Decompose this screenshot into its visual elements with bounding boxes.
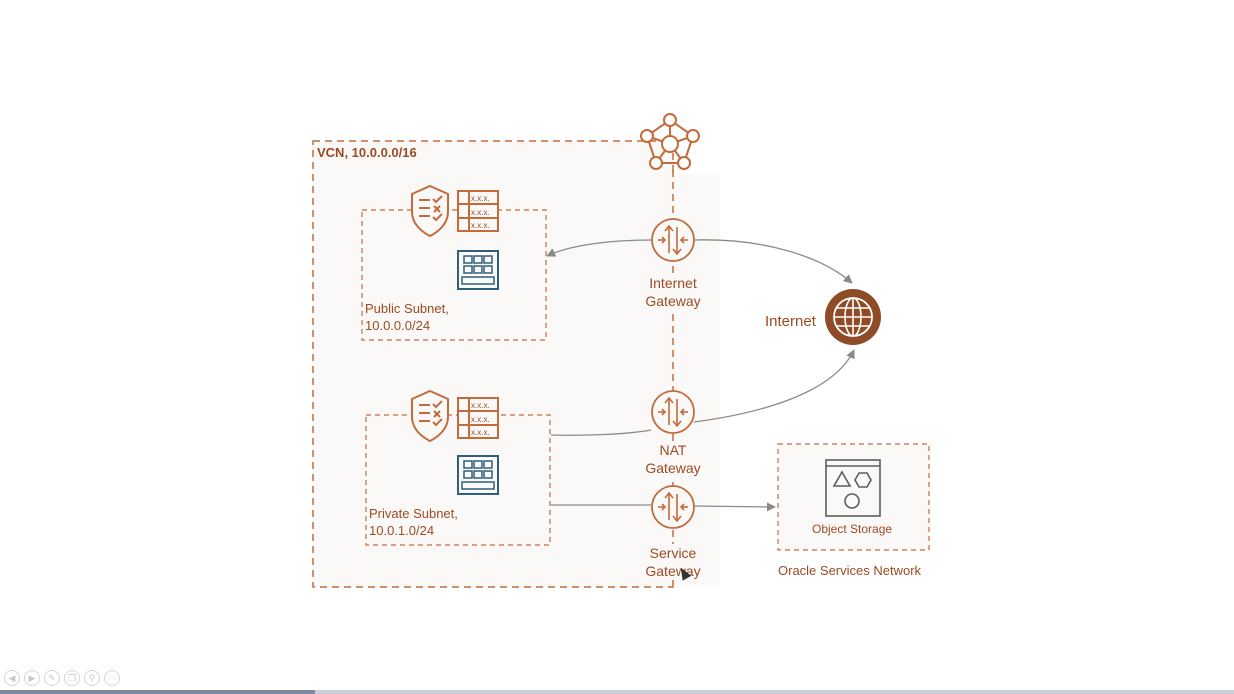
internet-gateway-line2: Gateway (645, 293, 701, 309)
nat-gateway-icon (651, 390, 695, 434)
nat-gateway-line2: Gateway (645, 460, 701, 476)
progress-bar[interactable] (0, 690, 1234, 694)
public-subnet-boundary (361, 209, 547, 341)
route-entry-2: x.x.x. (471, 208, 490, 217)
service-gateway-line1: Service (649, 545, 697, 561)
private-subnet-name: Private Subnet, (369, 506, 458, 521)
private-subnet-cidr: 10.0.1.0/24 (369, 523, 435, 538)
copy-icon[interactable]: ❐ (64, 670, 80, 686)
service-gateway-icon (651, 485, 695, 529)
nat-gateway-label: NAT Gateway (628, 441, 718, 477)
more-icon[interactable]: ⋯ (104, 670, 120, 686)
progress-bar-fill (0, 690, 315, 694)
compute-instance-icon (457, 250, 499, 290)
public-subnet-cidr: 10.0.0.0/24 (365, 318, 431, 333)
internet-globe-icon (825, 289, 881, 345)
route-table-icon: x.x.x. x.x.x. x.x.x. (457, 190, 499, 232)
internet-to-public-arrow (546, 239, 653, 257)
security-list-icon (411, 389, 449, 443)
service-gateway-label: Service Gateway (628, 544, 718, 580)
private-to-nat-line (550, 429, 652, 436)
nat-to-internet-arrow (693, 349, 855, 423)
route-table-icon: x.x.x. x.x.x. x.x.x. (457, 397, 499, 439)
route-entry-3: x.x.x. (471, 221, 490, 230)
private-subnet-label: Private Subnet, 10.0.1.0/24 (369, 505, 458, 539)
vcn-label: VCN, 10.0.0.0/16 (317, 145, 417, 160)
route-entry-1: x.x.x. (471, 401, 490, 410)
oracle-services-network-label: Oracle Services Network (778, 563, 922, 578)
player-controls: ◀ ▶ ✎ ❐ ⚲ ⋯ (0, 670, 120, 690)
route-entry-1: x.x.x. (471, 194, 490, 203)
security-list-icon (411, 184, 449, 238)
compute-instance-icon (457, 455, 499, 495)
route-entry-3: x.x.x. (471, 428, 490, 437)
route-entry-2: x.x.x. (471, 415, 490, 424)
internet-gateway-line1: Internet (649, 275, 697, 291)
zoom-icon[interactable]: ⚲ (84, 670, 100, 686)
internet-label: Internet (765, 313, 816, 330)
nat-gateway-line1: NAT (659, 442, 687, 458)
internet-gateway-icon (651, 218, 695, 262)
pen-icon[interactable]: ✎ (44, 670, 60, 686)
object-storage-icon (825, 459, 881, 517)
public-subnet-name: Public Subnet, (365, 301, 449, 316)
vcn-network-icon (640, 113, 700, 170)
service-gateway-line2: Gateway (645, 563, 701, 579)
sgw-to-osn-arrow (693, 502, 776, 512)
back-icon[interactable]: ◀ (4, 670, 20, 686)
internet-gateway-label: Internet Gateway (628, 274, 718, 310)
public-subnet-label: Public Subnet, 10.0.0.0/24 (365, 300, 449, 334)
object-storage-label: Object Storage (812, 522, 893, 536)
play-icon[interactable]: ▶ (24, 670, 40, 686)
igw-to-internet-arrow (693, 239, 853, 284)
